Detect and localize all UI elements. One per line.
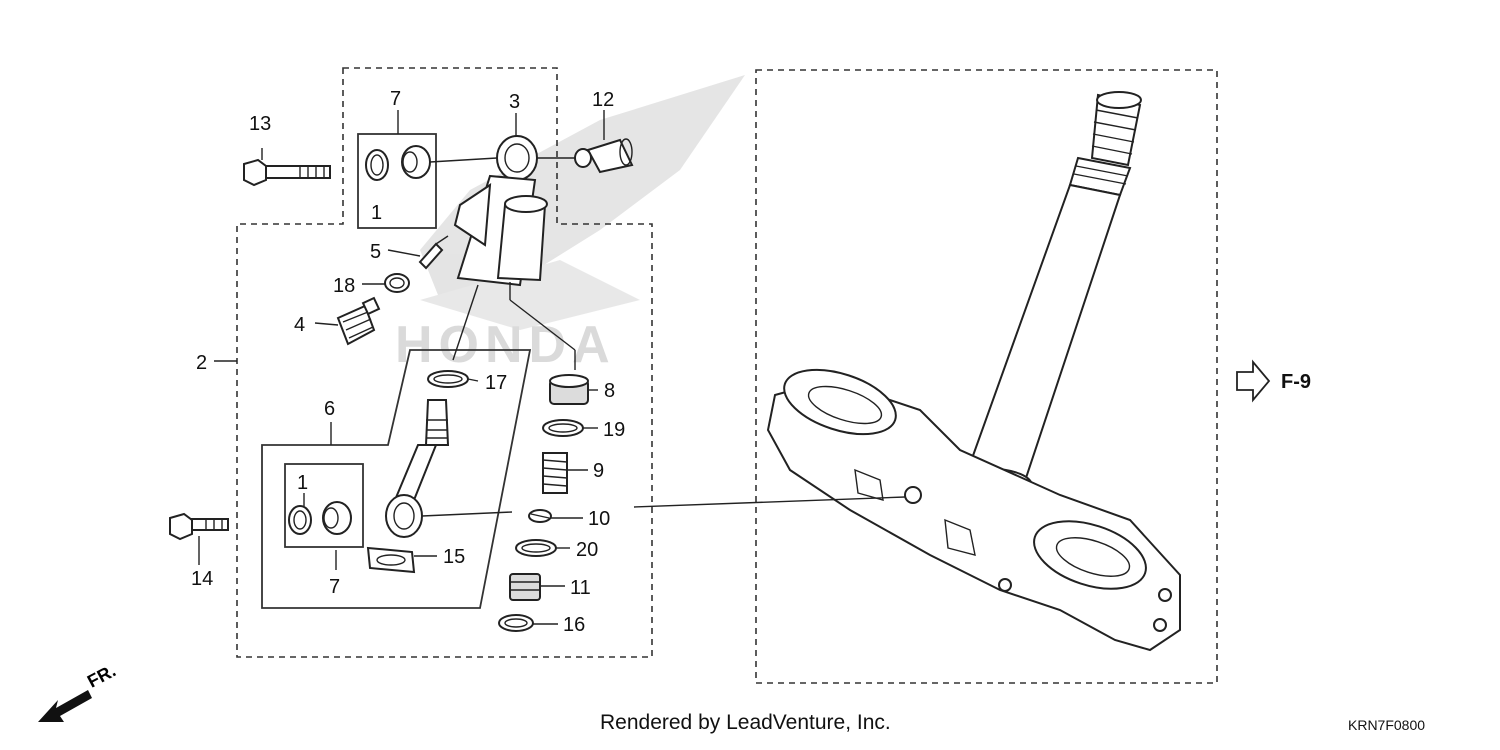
callout-20: 20 xyxy=(576,539,598,561)
stem-outline xyxy=(755,69,1218,684)
o-ring-17 xyxy=(427,370,469,388)
washer-15 xyxy=(366,546,416,574)
diagram-code: KRN7F0800 xyxy=(1348,717,1426,733)
callout-7-upper: 7 xyxy=(390,88,401,110)
assembly-outline-6 xyxy=(261,349,532,609)
seal-1-upper xyxy=(365,149,389,181)
plug-8 xyxy=(549,374,589,405)
callout-18: 18 xyxy=(333,275,355,297)
callout-8: 8 xyxy=(604,380,615,402)
callout-4: 4 xyxy=(294,314,305,336)
cap-12 xyxy=(574,138,634,174)
callout-3: 3 xyxy=(509,91,520,113)
nut-11 xyxy=(509,573,541,601)
o-ring-16 xyxy=(498,614,534,632)
callout-19: 19 xyxy=(603,419,625,441)
honda-watermark-text: HONDA xyxy=(395,316,616,374)
ref-arrow-icon xyxy=(1236,359,1271,403)
callout-17: 17 xyxy=(485,372,507,394)
seal-1-lower xyxy=(288,505,312,535)
callout-12: 12 xyxy=(592,89,614,111)
callout-10: 10 xyxy=(588,508,610,530)
callout-7-lower: 7 xyxy=(329,576,340,598)
callout-5: 5 xyxy=(370,241,381,263)
kit-box-7-lower xyxy=(284,463,364,548)
bearing-7-upper xyxy=(401,145,431,179)
spring-9 xyxy=(542,452,568,494)
steering-stem xyxy=(951,91,1142,504)
adjuster-6 xyxy=(385,399,450,538)
credit-text: Rendered by LeadVenture, Inc. xyxy=(600,711,891,734)
callout-14: 14 xyxy=(191,568,213,590)
callout-15: 15 xyxy=(443,546,465,568)
callout-2: 2 xyxy=(196,352,207,374)
front-arrow-icon xyxy=(38,690,92,722)
callout-1-lower: 1 xyxy=(297,472,308,494)
honda-wing-watermark: HONDA xyxy=(395,75,745,374)
kit-box-7-upper xyxy=(357,133,437,229)
triple-clamp xyxy=(766,368,1181,652)
bolt-14 xyxy=(169,512,229,541)
bolt-13 xyxy=(243,158,331,187)
ref-label-f9[interactable]: F-9 xyxy=(1281,371,1311,393)
valve-4 xyxy=(336,296,381,346)
bearing-7-lower xyxy=(322,501,352,535)
leader-lines xyxy=(198,110,906,625)
callout-9: 9 xyxy=(593,460,604,482)
clip-5 xyxy=(418,235,449,270)
o-ring-19 xyxy=(542,419,584,437)
callout-11: 11 xyxy=(570,577,591,599)
callout-13: 13 xyxy=(249,113,271,135)
spring-10 xyxy=(528,509,552,523)
o-ring-20 xyxy=(515,539,557,557)
body-3 xyxy=(453,135,548,287)
callout-6: 6 xyxy=(324,398,335,420)
o-ring-18 xyxy=(384,273,410,293)
callout-1-upper: 1 xyxy=(371,202,382,224)
callout-16: 16 xyxy=(563,614,585,636)
assembly-outline-2 xyxy=(236,67,653,658)
